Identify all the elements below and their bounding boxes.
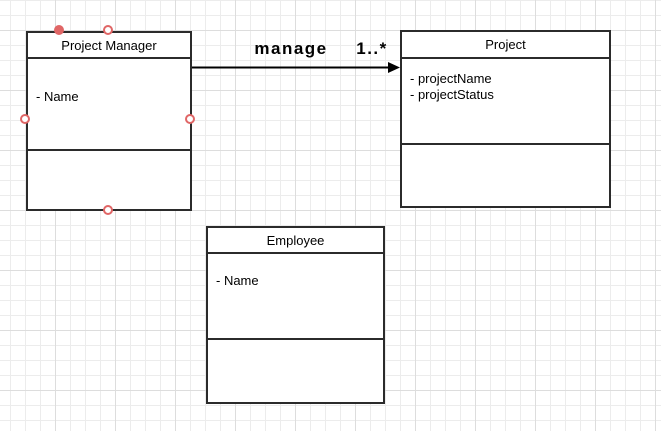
class-methods-compartment (208, 340, 383, 402)
connection-handle[interactable] (103, 25, 113, 35)
class-attribute: - projectStatus (410, 87, 494, 102)
class-methods-compartment (402, 145, 609, 206)
class-attributes-compartment: - projectName - projectStatus (402, 59, 609, 145)
edge-label-manage[interactable]: manage (254, 39, 328, 58)
arrowhead-icon (388, 62, 400, 73)
class-attribute: - Name (36, 89, 79, 104)
class-title: Project (402, 32, 609, 59)
class-employee[interactable]: Employee - Name (206, 226, 385, 404)
connection-handle[interactable] (103, 205, 113, 215)
connection-handle[interactable] (185, 114, 195, 124)
class-attribute: - Name (216, 273, 259, 288)
class-attributes-compartment: - Name (28, 59, 190, 151)
class-project[interactable]: Project - projectName - projectStatus (400, 30, 611, 208)
class-attributes-compartment: - Name (208, 254, 383, 340)
class-project-manager[interactable]: Project Manager - Name (26, 31, 192, 211)
edge-label-multiplicity[interactable]: 1..* (356, 39, 388, 58)
class-attribute: - projectName (410, 71, 492, 86)
connection-handle-filled[interactable] (54, 25, 64, 35)
class-methods-compartment (28, 151, 190, 209)
connection-handle[interactable] (20, 114, 30, 124)
class-title: Project Manager (28, 33, 190, 59)
class-title: Employee (208, 228, 383, 254)
